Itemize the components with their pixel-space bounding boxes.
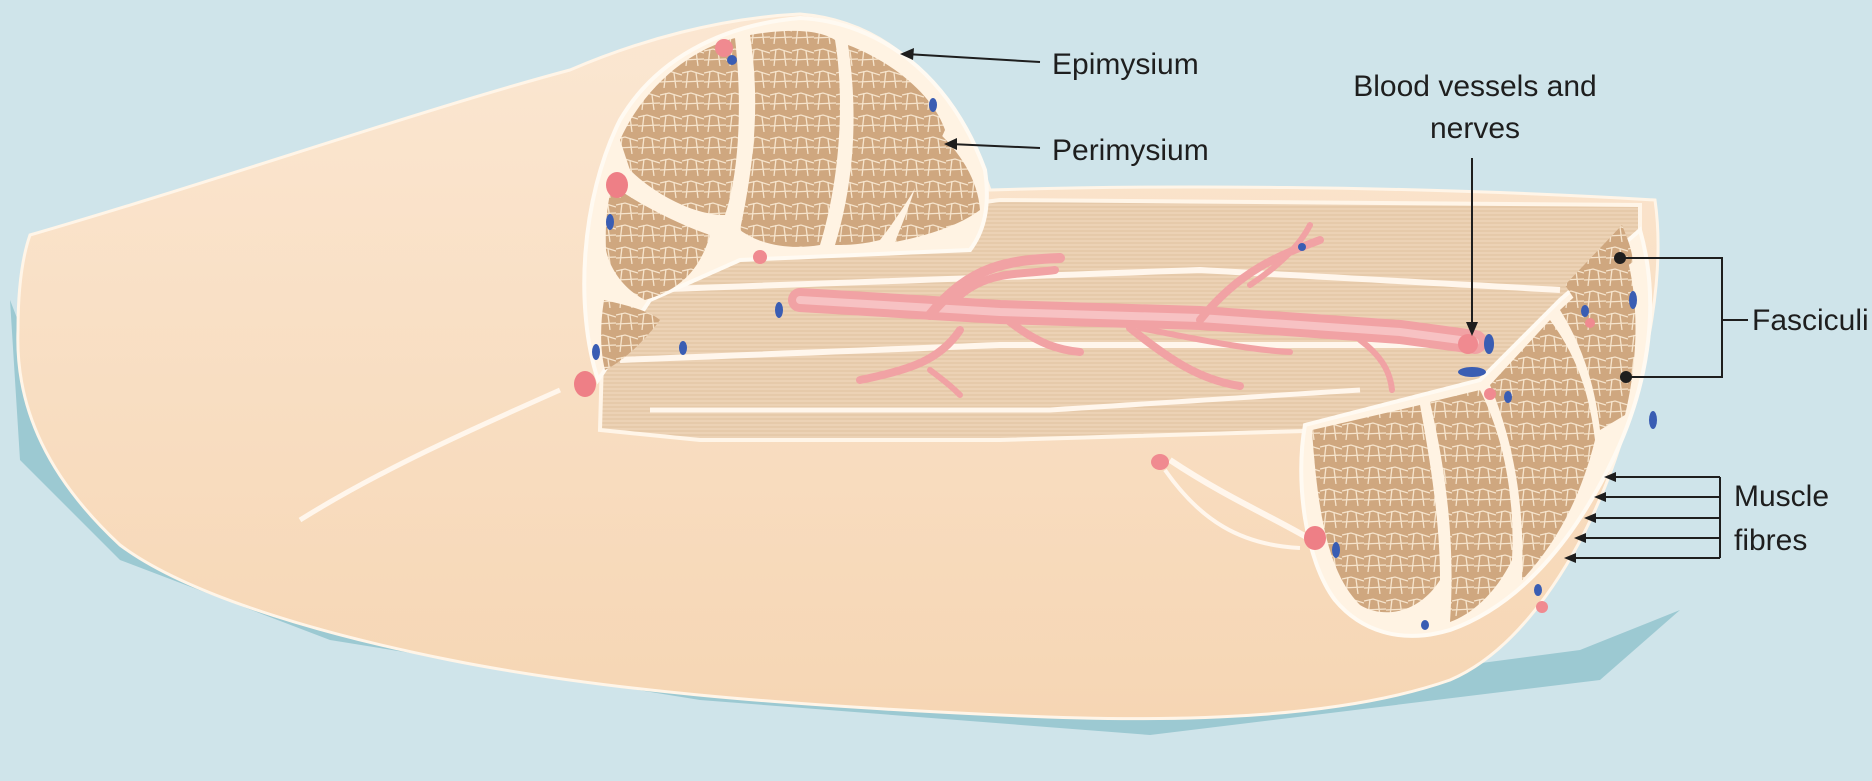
vessel-dot [1304, 526, 1326, 550]
nerve-dot [775, 302, 783, 318]
fascicle [740, 31, 840, 247]
blood-vessels-label-line2: nerves [1430, 112, 1520, 145]
nerve-dot [1484, 334, 1494, 354]
vessel-dot [1536, 601, 1548, 613]
nerve-dot [592, 344, 600, 360]
nerve-dot [1332, 542, 1340, 558]
vessel-dot [1484, 388, 1496, 400]
perimysium-label: Perimysium [1052, 134, 1209, 167]
vessel-dot [574, 371, 596, 397]
nerve-dot [1458, 367, 1486, 377]
nerve-dot [1581, 305, 1589, 317]
nerve-dot [1298, 243, 1306, 251]
nerve-dot [1629, 291, 1637, 309]
vessel-dot [715, 39, 733, 57]
fasciculi-label: Fasciculi [1752, 304, 1869, 337]
vessel-dot [606, 172, 628, 198]
nerve-dot [1649, 411, 1657, 429]
nerve-dot [929, 98, 937, 112]
nerve-dot [1534, 584, 1542, 596]
fasciculi-pointer-dot [1614, 252, 1626, 264]
vessel-dot [1151, 454, 1169, 470]
muscle-fibres-label-line2: fibres [1734, 524, 1807, 557]
nerve-dot [679, 341, 687, 355]
blood-vessels-label-line1: Blood vessels and [1353, 70, 1597, 103]
fasciculi-pointer-dot [1620, 371, 1632, 383]
nerve-dot [1421, 620, 1429, 630]
epimysium-label: Epimysium [1052, 48, 1199, 81]
nerve-dot [727, 55, 737, 65]
vessel-dot [753, 250, 767, 264]
nerve-dot [1504, 391, 1512, 403]
vessel-dot [1458, 334, 1478, 354]
vessel-dot [1585, 318, 1595, 328]
nerve-dot [606, 214, 614, 230]
muscle-fibres-label-line1: Muscle [1734, 480, 1829, 513]
